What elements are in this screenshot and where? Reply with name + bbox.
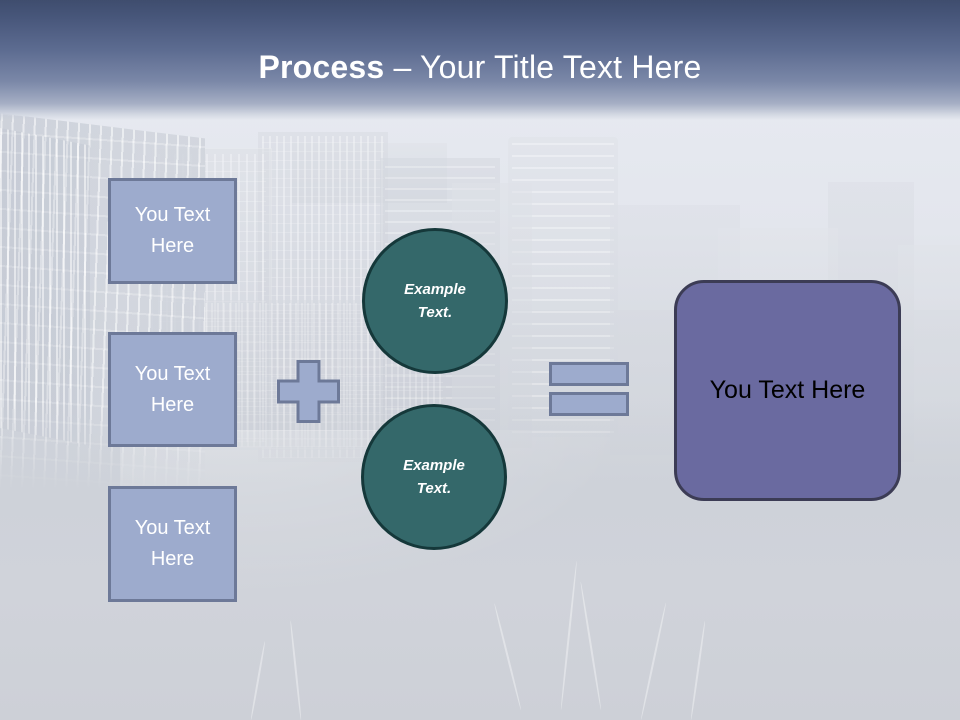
process-circle-1-text: Example Text. — [404, 278, 466, 324]
process-circle-2-line1: Example — [403, 457, 465, 474]
plus-icon[interactable] — [277, 360, 340, 423]
input-box-3-line1: You Text — [134, 517, 211, 539]
process-circle-1-line2: Text. — [417, 304, 453, 321]
title-light-segment: Your Title Text Here — [420, 49, 702, 85]
background-tower-facade — [0, 128, 90, 446]
equals-icon[interactable] — [549, 362, 629, 416]
input-box-3-text: You Text Here — [135, 513, 211, 575]
page-title: Process – Your Title Text Here — [0, 48, 960, 86]
result-box-label: You Text Here — [709, 376, 866, 404]
process-circle-2-text: Example Text. — [403, 454, 465, 500]
slide-header-band — [0, 0, 960, 120]
input-box-2-line2: Here — [150, 393, 195, 416]
input-box-1-text: You Text Here — [135, 200, 211, 262]
equals-bar-bottom — [549, 392, 629, 416]
title-separator: – — [393, 49, 421, 85]
result-box[interactable]: You Text Here — [674, 280, 901, 501]
input-box-1[interactable]: You Text Here — [108, 178, 237, 284]
process-circle-1[interactable]: Example Text. — [362, 228, 508, 374]
process-circle-2-line2: Text. — [416, 480, 452, 497]
input-box-2[interactable]: You Text Here — [108, 332, 237, 447]
process-circle-2[interactable]: Example Text. — [361, 404, 507, 550]
equals-bar-top — [549, 362, 629, 386]
input-box-1-line2: Here — [150, 235, 195, 257]
title-bold-segment: Process — [258, 49, 394, 85]
input-box-3-line2: Here — [150, 548, 195, 570]
input-box-2-text: You Text Here — [135, 359, 211, 421]
process-circle-1-line1: Example — [404, 281, 466, 298]
input-box-3[interactable]: You Text Here — [108, 486, 237, 602]
input-box-1-line1: You Text — [134, 204, 211, 226]
input-box-2-line1: You Text — [134, 362, 211, 385]
